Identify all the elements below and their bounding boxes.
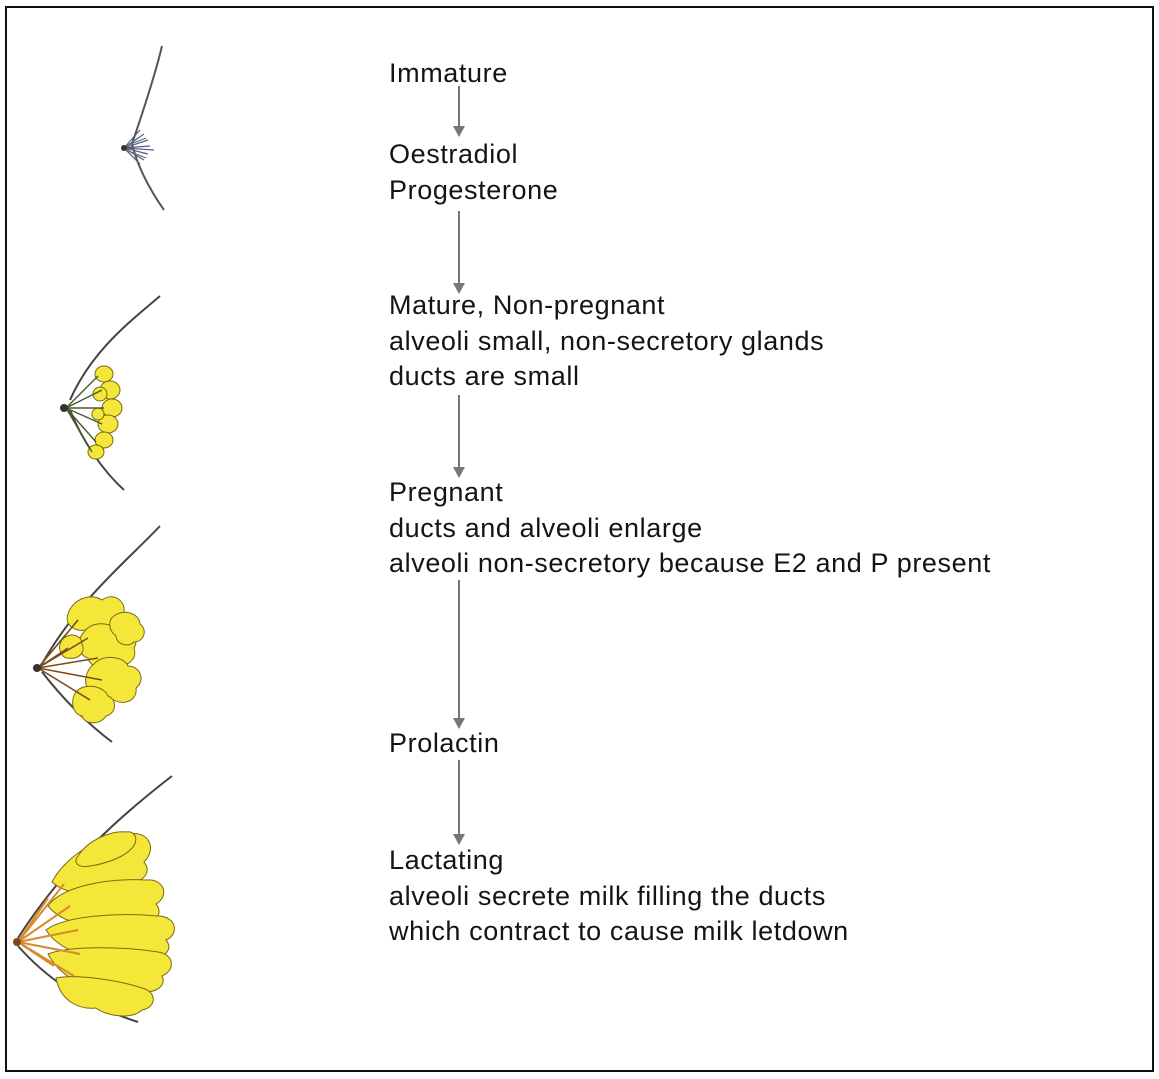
stage-pregnant-line-2: ducts and alveoli enlarge bbox=[389, 511, 991, 547]
mature-non-pregnant-breast-illustration bbox=[52, 290, 172, 500]
arrow-down-icon bbox=[449, 86, 469, 138]
stage-lactating-line-2: alveoli secrete milk filling the ducts bbox=[389, 879, 849, 915]
stage-hormone-line-2: Progesterone bbox=[389, 173, 558, 209]
stage-mature-line-2: alveoli small, non-secretory glands bbox=[389, 324, 824, 360]
arrow-down-icon bbox=[449, 395, 469, 479]
arrow-down-icon bbox=[449, 580, 469, 730]
stage-prolactin: Prolactin bbox=[389, 726, 499, 762]
stage-lactating-line-3: which contract to cause milk letdown bbox=[389, 914, 849, 950]
stage-hormones-oestradiol-progesterone: Oestradiol Progesterone bbox=[389, 137, 558, 208]
immature-breast-illustration bbox=[110, 40, 180, 220]
stage-mature-non-pregnant: Mature, Non-pregnant alveoli small, non-… bbox=[389, 288, 824, 395]
stage-lactating-line-1: Lactating bbox=[389, 843, 849, 879]
stage-pregnant: Pregnant ducts and alveoli enlarge alveo… bbox=[389, 475, 991, 582]
arrow-down-icon bbox=[449, 211, 469, 295]
stage-hormone-line-1: Oestradiol bbox=[389, 137, 558, 173]
stage-pregnant-line-1: Pregnant bbox=[389, 475, 991, 511]
stage-mature-line-3: ducts are small bbox=[389, 359, 824, 395]
arrow-down-icon bbox=[449, 760, 469, 846]
lactating-breast-illustration bbox=[8, 770, 188, 1030]
pregnant-breast-illustration bbox=[28, 520, 178, 750]
stage-lactating: Lactating alveoli secrete milk filling t… bbox=[389, 843, 849, 950]
stage-prolactin-line-1: Prolactin bbox=[389, 726, 499, 762]
stage-pregnant-line-3: alveoli non-secretory because E2 and P p… bbox=[389, 546, 991, 582]
